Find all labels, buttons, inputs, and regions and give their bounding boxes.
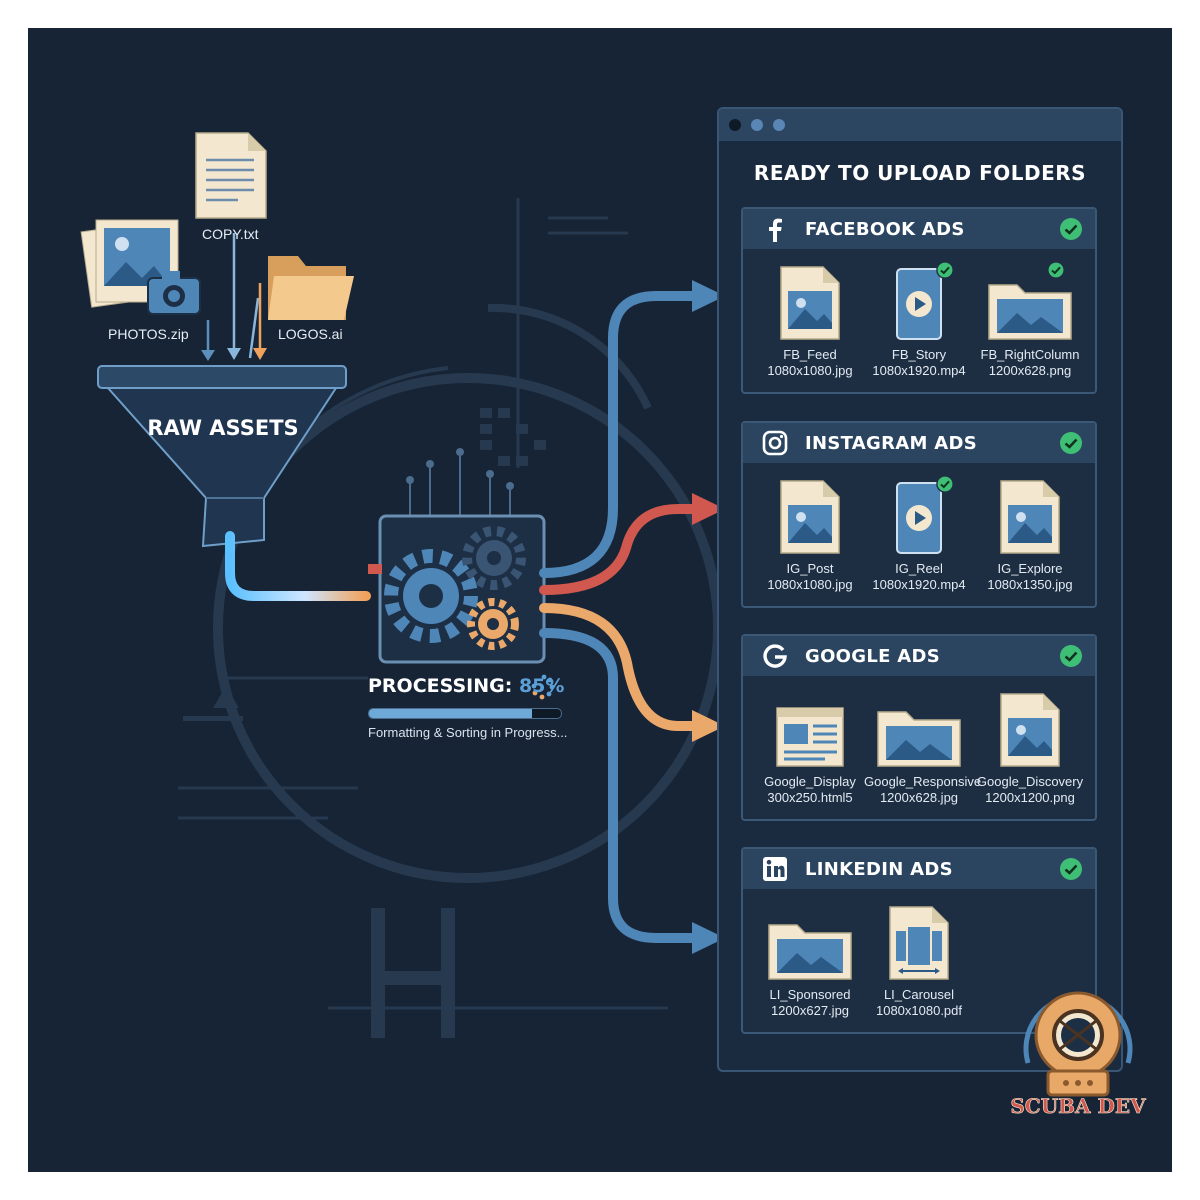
- asset-name: FB_RightColumn: [980, 347, 1080, 362]
- asset-name: IG_Reel: [895, 561, 943, 576]
- progress-bar: [368, 708, 562, 719]
- folder-title: LINKEDIN ADS: [805, 859, 953, 880]
- camera-icon: [147, 271, 201, 315]
- scuba-dev-logo: SCUBA DEV: [1010, 991, 1146, 1118]
- folder-card-header: GOOGLE ADS: [743, 636, 1095, 676]
- processing-label-text: PROCESSING:: [368, 675, 513, 697]
- asset-name: IG_Post: [786, 561, 834, 576]
- flow-background: [80, 132, 725, 1038]
- funnel: [97, 365, 347, 548]
- logos-folder-icon: [268, 256, 354, 320]
- asset-size: 1080x1920.mp4: [872, 363, 966, 378]
- funnel-label: RAW ASSETS: [147, 416, 299, 440]
- asset-size: 1080x1350.jpg: [987, 577, 1073, 592]
- check-icon: [1059, 431, 1083, 455]
- processing-status: Formatting & Sorting in Progress...: [368, 725, 568, 740]
- asset-size: 1080x1920.mp4: [872, 577, 966, 592]
- asset-size: 1200x628.png: [988, 363, 1072, 378]
- folder-image-icon: [767, 919, 853, 981]
- carousel-file-icon: [888, 905, 950, 981]
- copy-file-icon: [195, 132, 267, 219]
- asset-name: FB_Story: [891, 347, 947, 362]
- logos-file-label: LOGOS.ai: [278, 326, 343, 342]
- folder-card-header: FACEBOOK ADS: [743, 209, 1095, 249]
- progress-fill: [369, 709, 533, 718]
- window-dot-2[interactable]: [751, 119, 763, 131]
- output-flows: [539, 291, 701, 943]
- check-icon: [936, 475, 954, 493]
- folder-title: FACEBOOK ADS: [805, 219, 965, 240]
- linkedin-icon: [761, 855, 789, 883]
- google-icon: [761, 642, 789, 670]
- folder-title: GOOGLE ADS: [805, 646, 941, 667]
- asset-name: Google_Discovery: [976, 774, 1084, 789]
- asset-size: 1080x1080.pdf: [875, 1003, 963, 1018]
- asset-size: 1200x1200.png: [985, 790, 1075, 805]
- image-file-icon: [999, 479, 1061, 555]
- asset-size: 1080x1080.jpg: [767, 363, 853, 378]
- image-file-icon: [999, 692, 1061, 768]
- facebook-icon: [761, 215, 789, 243]
- processing-label: PROCESSING: 85%: [368, 675, 564, 697]
- asset-name: LI_Sponsored: [769, 987, 851, 1002]
- badge-text: SCUBA DEV: [1010, 1094, 1146, 1118]
- folder-title: INSTAGRAM ADS: [805, 433, 978, 454]
- gear-icon: [384, 526, 526, 650]
- photos-file-label: PHOTOS.zip: [108, 326, 189, 342]
- asset-size: 300x250.html5: [767, 790, 853, 805]
- folder-card-header: INSTAGRAM ADS: [743, 423, 1095, 463]
- instagram-icon: [761, 429, 789, 457]
- check-icon: [1047, 261, 1065, 279]
- circuit-blocks: [183, 408, 546, 721]
- check-icon: [1059, 644, 1083, 668]
- asset-name: IG_Explore: [997, 561, 1063, 576]
- asset-name: LI_Carousel: [883, 987, 955, 1002]
- input-arrow-heads: [201, 348, 267, 361]
- window-titlebar: [719, 109, 1121, 141]
- window-dot-1[interactable]: [729, 119, 741, 131]
- asset-name: Google_Display: [764, 774, 856, 789]
- folder-card-header: LINKEDIN ADS: [743, 849, 1095, 889]
- data-cable: [225, 531, 371, 601]
- upload-window: READY TO UPLOAD FOLDERS FACEBOOK ADS FB_F…: [717, 107, 1123, 1072]
- asset-size: 1200x627.jpg: [770, 1003, 850, 1018]
- asset-size: 1200x628.jpg: [879, 790, 959, 805]
- loading-spinner-icon: [531, 674, 555, 700]
- diagram-canvas: COPY.txt PHOTOS.zip LOGOS.ai RAW ASSETS …: [28, 28, 1172, 1172]
- image-file-icon: [779, 479, 841, 555]
- window-title: READY TO UPLOAD FOLDERS: [753, 161, 1087, 185]
- video-file-icon: [893, 265, 945, 341]
- input-arrows: [206, 233, 262, 359]
- processing-value: 85%: [518, 675, 565, 697]
- folder-image-icon: [876, 706, 962, 768]
- asset-name: Google_Responsive: [864, 774, 982, 789]
- check-icon: [1059, 217, 1083, 241]
- image-file-icon: [779, 265, 841, 341]
- check-icon: [1059, 857, 1083, 881]
- video-file-icon: [893, 479, 945, 555]
- check-icon: [936, 261, 954, 279]
- folder-image-icon: [987, 279, 1073, 341]
- copy-file-label: COPY.txt: [202, 226, 259, 242]
- window-dot-3[interactable]: [773, 119, 785, 131]
- asset-name: FB_Feed: [783, 347, 837, 362]
- html-file-icon: [775, 706, 845, 768]
- asset-size: 1080x1080.jpg: [767, 577, 853, 592]
- output-arrow-heads: [692, 280, 725, 954]
